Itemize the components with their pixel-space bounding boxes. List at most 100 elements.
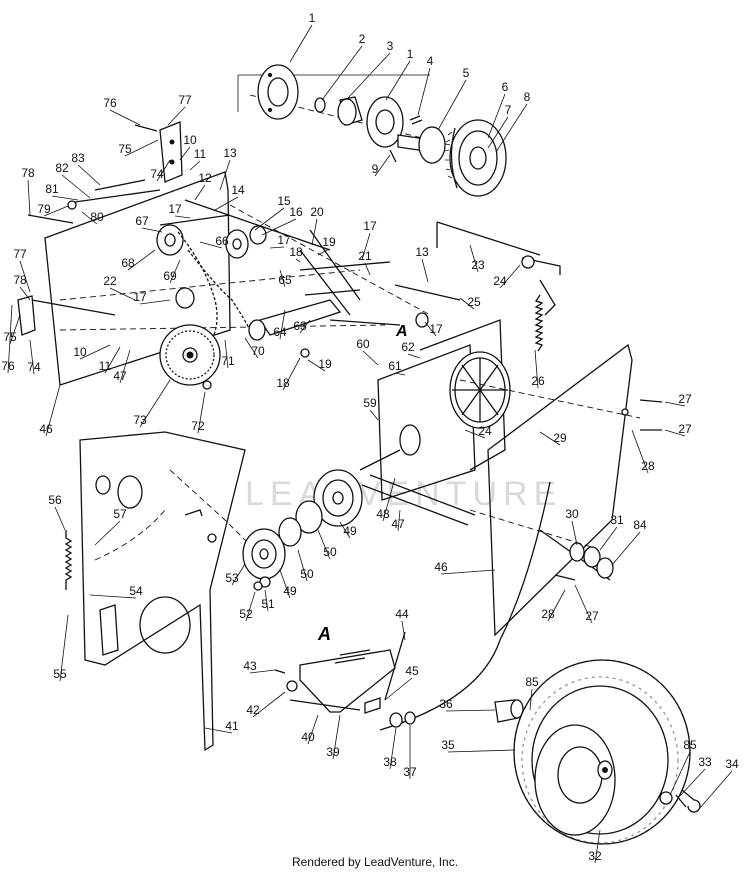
callout-leader [487, 93, 506, 139]
callout-label: 81 [45, 182, 59, 196]
callout-leader [224, 339, 229, 369]
callout-label: 74 [27, 360, 41, 374]
callout-leader [269, 246, 285, 249]
callout-leader [252, 691, 286, 718]
callout-19: 19 [317, 235, 336, 256]
callout-50: 50 [317, 529, 337, 560]
callout-leader [7, 304, 13, 374]
callout-label: 1 [309, 11, 316, 25]
spring-26 [534, 279, 556, 352]
callout-leader [264, 589, 269, 612]
callout-leader [594, 829, 601, 864]
callout-leader [94, 520, 121, 546]
watermark-text: LEADVENTURE [245, 475, 562, 513]
right-frame-rod-top [436, 221, 561, 275]
callout-37: 37 [403, 725, 417, 779]
callout-77: 77 [167, 93, 192, 126]
callout-leader [447, 749, 516, 753]
callout-leader [197, 391, 206, 434]
callout-20: 20 [310, 205, 324, 246]
callout-label: 75 [3, 330, 17, 344]
spacer [249, 225, 267, 245]
callout-label: 60 [356, 337, 370, 351]
shaft-centerline [249, 94, 471, 151]
callout-leader [459, 297, 475, 310]
drive-shaft [159, 199, 331, 251]
bracket-21 [299, 261, 391, 296]
sprocket-upper [156, 224, 184, 256]
callout-38: 38 [383, 727, 397, 770]
bracket-74-lower [17, 295, 36, 336]
callout-leader [214, 196, 239, 211]
callout-10: 10 [73, 344, 111, 360]
callout-leader [571, 520, 578, 546]
callout-leader [499, 264, 521, 289]
callout-label: 51 [261, 597, 275, 611]
top-shaft-assembly [237, 64, 507, 197]
callout-label: 68 [121, 256, 135, 270]
callout-label: 11 [99, 359, 112, 373]
callout-label: 4 [427, 54, 434, 68]
callout-19: 19 [307, 357, 332, 372]
callout-leader [347, 52, 391, 99]
callout-leader [307, 359, 326, 372]
washer-85-outer [659, 791, 673, 805]
callout-label: 82 [55, 161, 69, 175]
callout-leader [394, 372, 406, 376]
section-marker-upper: A [395, 323, 408, 340]
callout-label: 31 [610, 513, 624, 527]
callout-label: 11 [194, 147, 207, 161]
callout-76: 76 [103, 96, 141, 126]
pulley-53 [242, 528, 286, 580]
callout-label: 71 [221, 354, 235, 368]
callout-leader [174, 215, 191, 219]
callout-leader [369, 409, 379, 421]
callout-leader [127, 249, 156, 271]
callout-73: 73 [133, 379, 171, 428]
callout-45: 45 [384, 664, 419, 701]
tension-arm [248, 299, 342, 341]
callout-79: 79 [37, 202, 69, 217]
callout-leader [332, 714, 341, 760]
nut-79 [67, 200, 77, 210]
callout-leader [141, 227, 163, 233]
carriage-bolt [409, 115, 423, 125]
callout-leader [179, 146, 191, 161]
callout-6: 6 [487, 80, 509, 139]
callout-32: 32 [588, 829, 602, 864]
callout-24: 24 [493, 264, 521, 289]
pulley-stack [242, 469, 363, 591]
callout-84: 84 [611, 518, 647, 566]
callout-69: 69 [163, 259, 181, 284]
callout-10: 10 [179, 133, 197, 161]
callout-leader [61, 174, 91, 199]
callout-label: 77 [13, 247, 27, 261]
callout-65: 65 [278, 269, 292, 288]
callout-label: 49 [343, 524, 357, 538]
callout-label: 19 [322, 235, 336, 249]
callout-leader [317, 248, 330, 256]
pulley-49-large [313, 469, 363, 527]
callout-leader [261, 218, 297, 236]
callout-leader [574, 584, 593, 624]
callout-48: 48 [376, 477, 396, 522]
callout-46: 46 [39, 384, 61, 437]
callout-leader [109, 109, 141, 126]
callout-leader [437, 79, 467, 131]
callout-17: 17 [133, 290, 171, 305]
friction-wheel [444, 119, 507, 197]
callout-label: 10 [183, 133, 197, 147]
callout-leader [194, 184, 206, 201]
left-side-plate [44, 171, 431, 386]
callout-leader [611, 531, 641, 566]
callout-78: 78 [13, 273, 31, 301]
callout-label: 27 [678, 392, 692, 406]
callout-leader [19, 286, 31, 301]
callout-7: 7 [487, 103, 512, 149]
callout-label: 62 [401, 340, 415, 354]
callout-label: 79 [37, 202, 51, 216]
bushing-36 [494, 699, 524, 723]
pulley-wheel [449, 351, 511, 429]
